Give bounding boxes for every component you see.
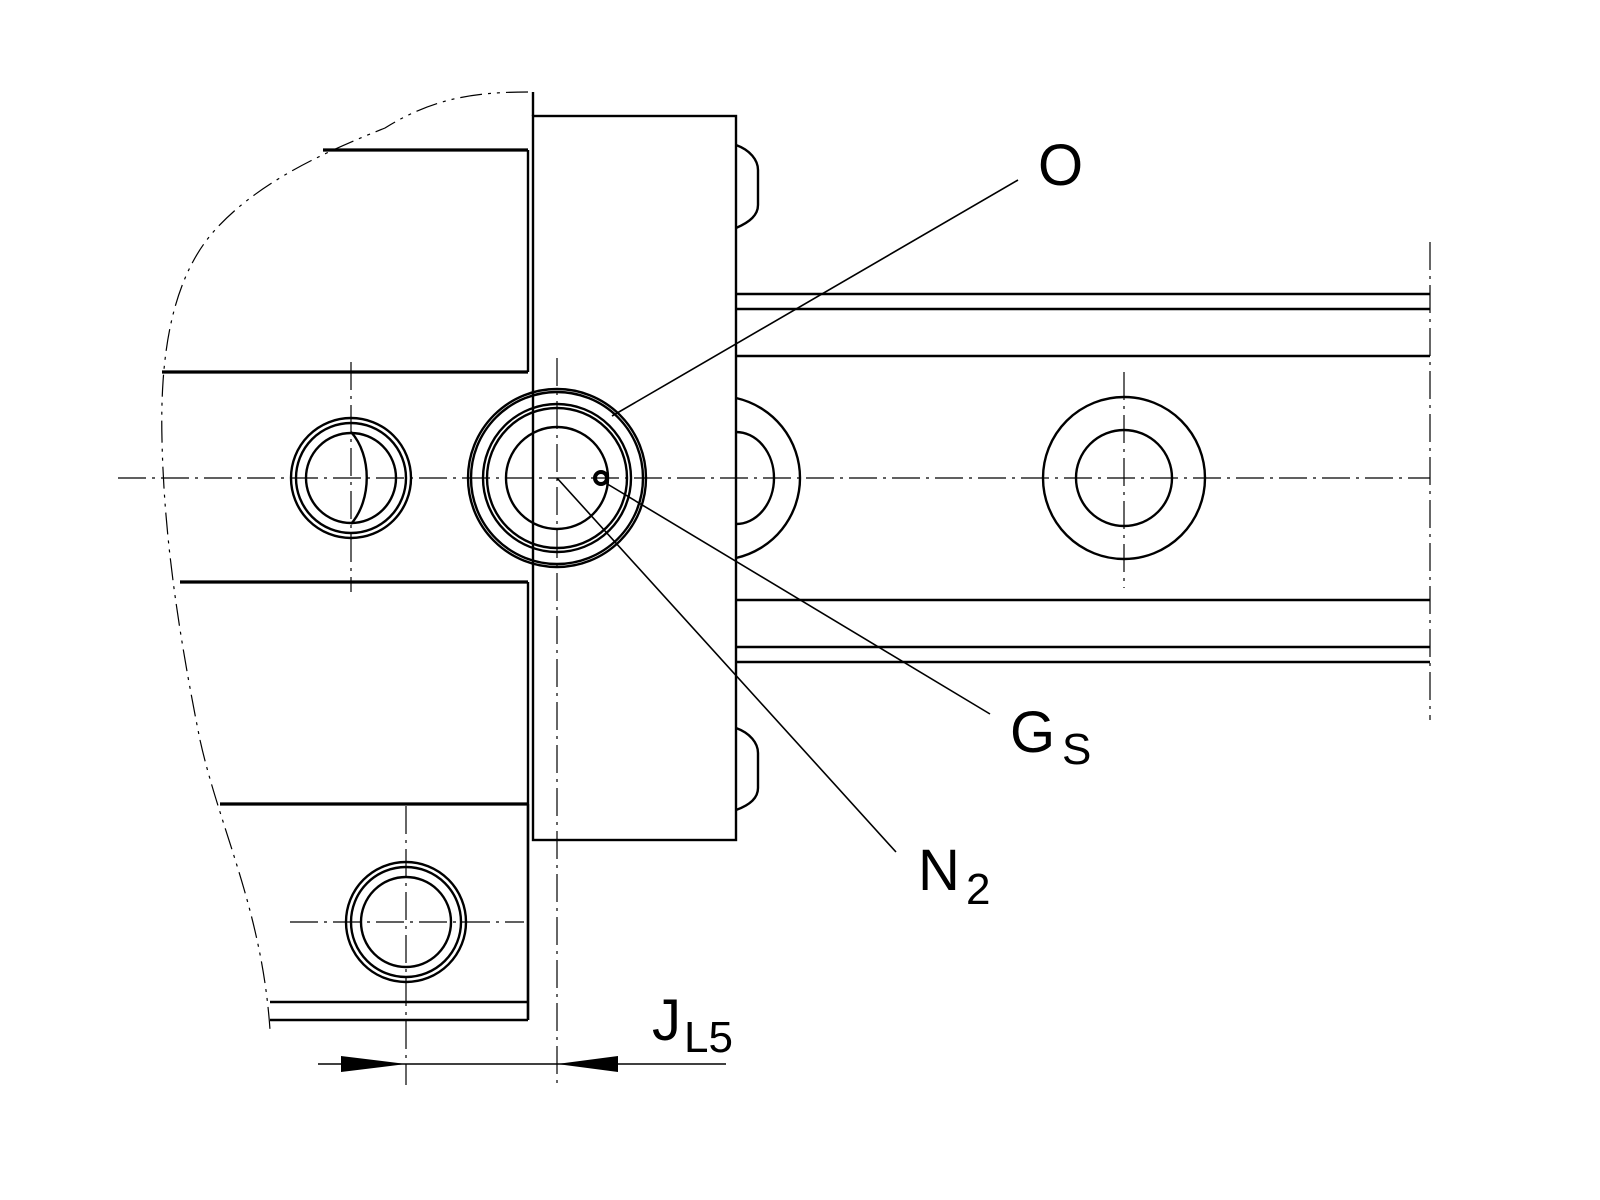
label-o: O (1038, 133, 1083, 198)
label-n2: N (918, 838, 960, 903)
carriage-block (531, 92, 802, 842)
left-bolt-lower (290, 806, 524, 1085)
label-gs-subscript: S (1062, 725, 1091, 774)
phantom-outline (161, 91, 529, 1031)
leader-gs (603, 481, 991, 715)
label-gs: G (1010, 700, 1055, 765)
guide-rail (736, 242, 1431, 720)
left-plate (162, 148, 530, 1022)
label-n2-subscript: 2 (966, 865, 990, 914)
leader-n2 (556, 477, 897, 853)
center-bolt (466, 358, 648, 1085)
label-jl5-subscript: L5 (684, 1013, 733, 1062)
label-jl5: J (652, 988, 681, 1053)
dimension-jl5 (318, 1056, 726, 1072)
left-bolt-upper (289, 362, 413, 592)
leader-o (611, 179, 1019, 417)
